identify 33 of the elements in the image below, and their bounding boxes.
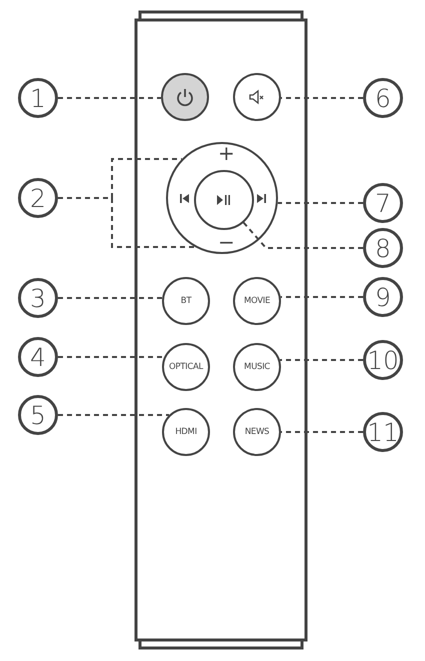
callout-number: 5 bbox=[18, 395, 58, 435]
callout-number: 2 bbox=[18, 178, 58, 218]
volume-down-label: − bbox=[218, 232, 235, 252]
volume-up-label: + bbox=[218, 143, 235, 163]
remote-button: OPTICAL bbox=[162, 343, 210, 391]
leader-line bbox=[58, 297, 162, 299]
remote-button: NEWS bbox=[233, 408, 281, 456]
remote-button: HDMI bbox=[162, 408, 210, 456]
leader-line bbox=[278, 202, 363, 204]
callout-number: 10 bbox=[363, 340, 403, 380]
mute-button bbox=[233, 73, 281, 121]
leader-line bbox=[281, 431, 363, 433]
callout-number: 8 bbox=[363, 228, 403, 268]
leader-line bbox=[57, 158, 196, 248]
callout-number: 1 bbox=[18, 78, 58, 118]
remote-button: MOVIE bbox=[233, 277, 281, 325]
callout-number: 11 bbox=[363, 412, 403, 452]
callout-number: 3 bbox=[18, 278, 58, 318]
leader-line bbox=[58, 414, 170, 416]
remote-button: BT bbox=[162, 277, 210, 325]
power-button bbox=[161, 73, 209, 121]
leader-line bbox=[58, 97, 161, 99]
callout-number: 4 bbox=[18, 337, 58, 377]
callout-number: 7 bbox=[363, 183, 403, 223]
leader-line bbox=[241, 220, 363, 249]
callout-number: 6 bbox=[363, 78, 403, 118]
leader-line bbox=[280, 359, 363, 361]
leader-line bbox=[281, 97, 363, 99]
leader-line bbox=[58, 356, 164, 358]
navigation-ring bbox=[166, 142, 278, 254]
callout-number: 9 bbox=[363, 277, 403, 317]
remote-button: MUSIC bbox=[233, 343, 281, 391]
leader-line bbox=[280, 296, 363, 298]
